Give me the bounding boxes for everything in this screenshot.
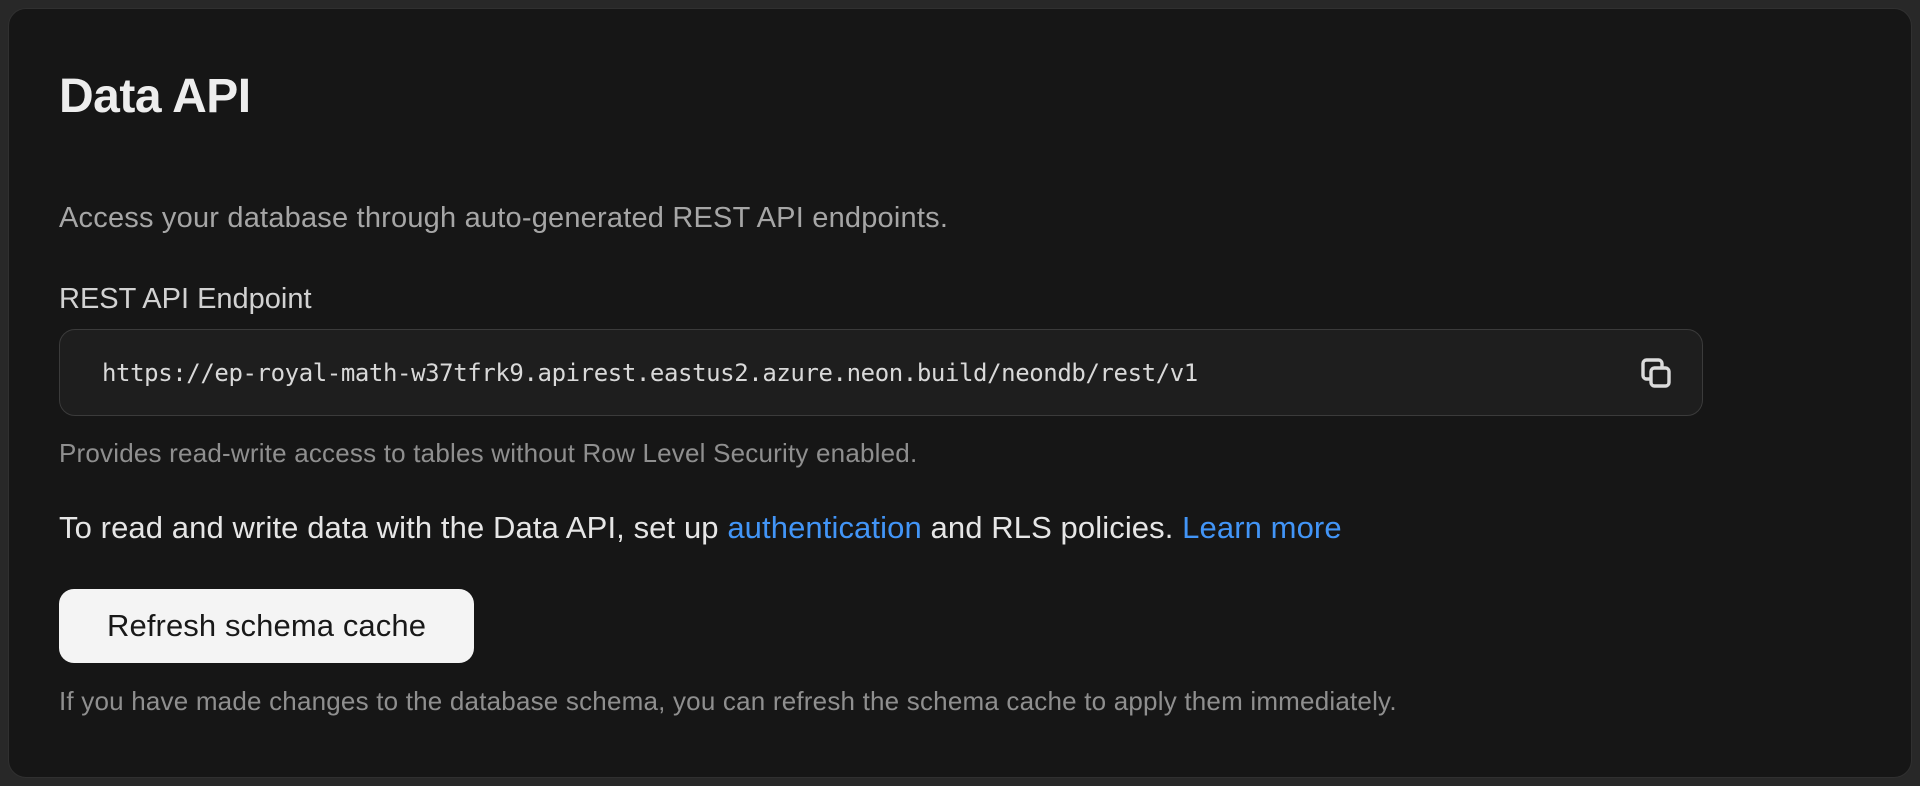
copy-button[interactable] (1632, 349, 1680, 397)
authentication-link[interactable]: authentication (727, 510, 922, 545)
copy-icon (1638, 355, 1674, 391)
rls-note: To read and write data with the Data API… (59, 509, 1861, 547)
schema-cache-helper-text: If you have made changes to the database… (59, 686, 1397, 716)
rls-note-text-middle: and RLS policies. (921, 510, 1183, 545)
endpoint-helper-text: Provides read-write access to tables wit… (59, 438, 918, 468)
endpoint-url-input[interactable] (102, 358, 1632, 387)
rls-note-text-before: To read and write data with the Data API… (59, 510, 728, 545)
page-subtitle: Access your database through auto-genera… (59, 202, 949, 234)
page-title: Data API (59, 70, 251, 123)
refresh-schema-cache-button[interactable]: Refresh schema cache (59, 589, 475, 663)
learn-more-link[interactable]: Learn more (1182, 510, 1342, 545)
data-api-card: Data API Access your database through au… (8, 8, 1912, 778)
rest-api-endpoint-label: REST API Endpoint (59, 283, 312, 315)
rest-api-endpoint-field[interactable] (59, 329, 1703, 416)
